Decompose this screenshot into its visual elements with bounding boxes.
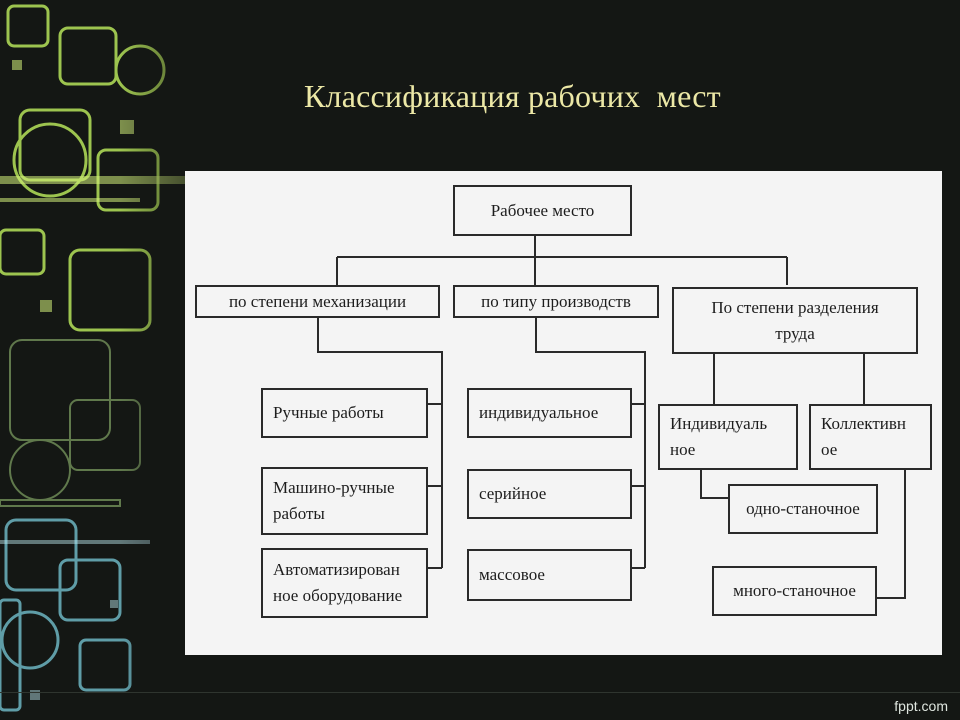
connector-lines [317, 235, 906, 599]
category-label: По степени разделения труда [711, 297, 879, 343]
item-label: Коллективн ое [821, 414, 906, 459]
item-label: индивидуальное [479, 403, 599, 422]
footer-divider [0, 692, 960, 693]
root-node-label: Рабочее место [490, 200, 595, 220]
item-collective-labor: Коллективн ое [809, 404, 932, 470]
brand-watermark: fppt.com [894, 698, 948, 714]
item-label: много-станочное [733, 581, 856, 600]
item-machine-manual-work: Машино-ручные работы [261, 467, 428, 535]
category-production: по типу производств [453, 285, 659, 318]
item-serial-production: серийное [467, 469, 632, 519]
item-label: Индивидуаль ное [670, 414, 768, 459]
item-multi-machine: много-станочное [712, 566, 877, 616]
item-manual-work: Ручные работы [261, 388, 428, 438]
item-individual-production: индивидуальное [467, 388, 632, 438]
slide-title: Классификация рабочих мест [304, 78, 721, 114]
item-label: Машино-ручные работы [273, 478, 395, 523]
category-labor-division: По степени разделения труда [672, 287, 918, 354]
decorative-light-pattern [0, 0, 190, 720]
root-node-workplace: Рабочее место [453, 185, 632, 236]
item-label: одно-станочное [746, 499, 860, 518]
item-label: серийное [479, 484, 547, 503]
category-label: по степени механизации [228, 291, 407, 311]
classification-diagram: Рабочее место по степени механизации по … [185, 171, 942, 655]
item-single-machine: одно-станочное [728, 484, 878, 534]
category-label: по типу производств [481, 291, 631, 311]
item-automated-equipment: Автоматизирован ное оборудование [261, 548, 428, 618]
item-individual-labor: Индивидуаль ное [658, 404, 798, 470]
item-mass-production: массовое [467, 549, 632, 601]
item-label: Ручные работы [273, 403, 384, 422]
item-label: массовое [479, 565, 545, 584]
category-mechanization: по степени механизации [195, 285, 440, 318]
item-label: Автоматизирован ное оборудование [273, 560, 403, 605]
